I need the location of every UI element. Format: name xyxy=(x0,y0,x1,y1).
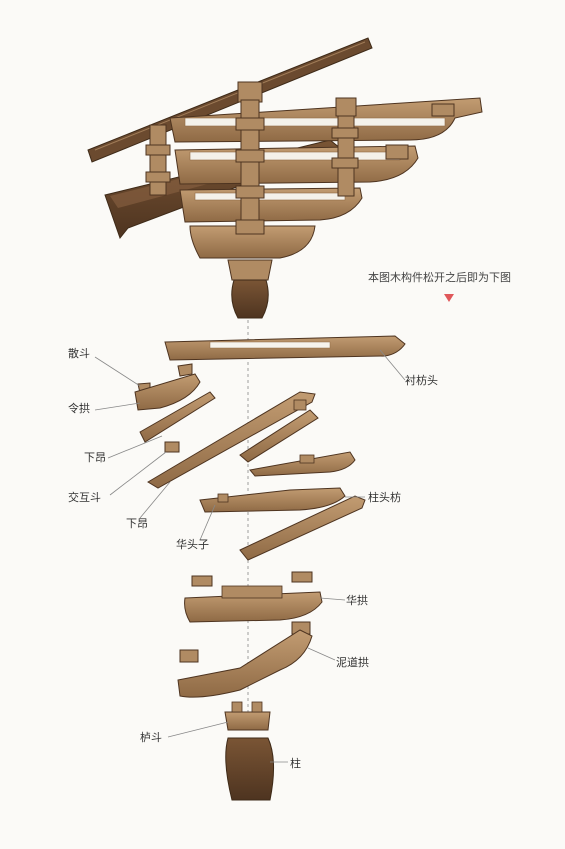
exploded-bracket xyxy=(135,320,405,800)
label-huatouzi: 华头子 xyxy=(176,537,209,551)
exploded-note: 本图木构件松开之后即为下图 xyxy=(368,270,511,284)
part-ludou xyxy=(225,702,270,730)
down-triangle-icon xyxy=(444,294,454,302)
assembled-ludou xyxy=(228,260,272,280)
label-jiaohudou: 交互斗 xyxy=(68,490,101,504)
label-huagong: 华拱 xyxy=(346,593,368,607)
part-huatouzi xyxy=(200,488,345,512)
label-zhu: 柱 xyxy=(290,756,301,770)
label-chenfangtou: 衬枋头 xyxy=(405,373,438,387)
part-zhu xyxy=(226,738,274,800)
assembled-column xyxy=(232,280,269,318)
label-xiaang-2: 下昂 xyxy=(126,517,148,530)
label-zhutoufang: 柱头枋 xyxy=(368,490,401,504)
assembled-arm-2 xyxy=(175,146,418,184)
label-ludou: 栌斗 xyxy=(140,730,162,744)
part-jiaohudou xyxy=(165,442,179,452)
part-nidaogong xyxy=(178,622,312,697)
part-huagong xyxy=(185,572,322,622)
part-chenfangtou xyxy=(165,336,405,360)
label-linggong: 令拱 xyxy=(68,401,90,415)
label-sandou: 散斗 xyxy=(68,346,90,360)
label-nidaogong: 泥道拱 xyxy=(336,655,369,669)
label-xiaang-1: 下昂 xyxy=(84,451,106,464)
